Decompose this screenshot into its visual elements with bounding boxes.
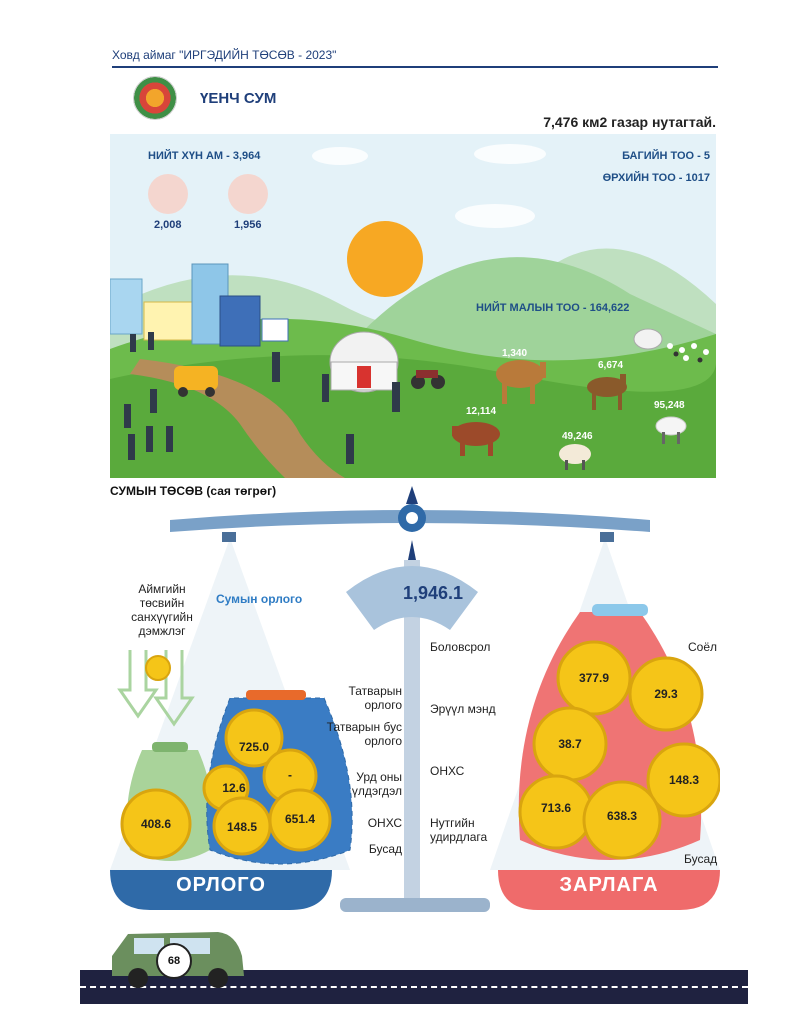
expense-culture-value: 29.3 bbox=[654, 687, 678, 701]
income-tax-label: Татварын орлого bbox=[348, 684, 402, 712]
territory-area-text: 7,476 км2 газар нутагтай. bbox=[543, 114, 716, 130]
sheep-icon bbox=[559, 444, 591, 470]
income-nontax-value: 12.6 bbox=[222, 781, 246, 795]
expense-lddf-label: ОНХС bbox=[430, 764, 465, 778]
expense-health-value: 38.7 bbox=[558, 737, 582, 751]
total-population-label: НИЙТ ХҮН АМ - 3,964 bbox=[148, 150, 261, 162]
female-count: 1,956 bbox=[234, 219, 262, 231]
expense-culture-label: Соёл bbox=[688, 640, 718, 654]
income-lddf-value: 651.4 bbox=[284, 812, 316, 826]
total-livestock-text: НИЙТ МАЛЫН ТОО - 164,622 bbox=[476, 302, 630, 314]
income-other-value: 148.5 bbox=[226, 820, 258, 834]
balance-scale-art bbox=[110, 486, 720, 912]
expense-other-value: 148.3 bbox=[668, 773, 700, 787]
expense-education-label: Боловсрол bbox=[430, 640, 491, 654]
budget-total-value: 1,946.1 bbox=[402, 583, 464, 603]
camel-icon bbox=[496, 360, 546, 404]
sum-name-title: ҮЕНЧ СУМ bbox=[200, 90, 277, 107]
goat-count: 95,248 bbox=[654, 400, 685, 411]
expense-heading: ЗАРЛАГА bbox=[559, 874, 659, 896]
expense-other-label: Бусад bbox=[684, 852, 718, 866]
income-prior-balance-label: Урд оны үлдэгдэл bbox=[351, 770, 402, 798]
bag-count-text: БАГИЙН ТОО - 5 bbox=[622, 150, 710, 162]
document-header-title: Ховд аймаг "ИРГЭДИЙН ТӨСӨВ - 2023" bbox=[112, 48, 337, 62]
household-count-text: ӨРХИЙН ТОО - 1017 bbox=[602, 172, 710, 184]
sheep-count: 49,246 bbox=[562, 431, 593, 442]
goat-icon bbox=[655, 416, 687, 444]
income-tax-value: 725.0 bbox=[238, 740, 270, 754]
male-count: 2,008 bbox=[154, 219, 182, 231]
horse-icon bbox=[587, 374, 627, 410]
sum-income-label: Сумын орлого bbox=[216, 592, 303, 606]
income-heading: ОРЛОГО bbox=[176, 874, 266, 896]
landscape-illustration: НИЙТ ХҮН АМ - 3,964 2,008 1,956 БАГИЙН Т… bbox=[110, 134, 716, 478]
road-lane-marking bbox=[80, 986, 748, 988]
cattle-icon bbox=[452, 422, 500, 456]
income-prior-balance-value: - bbox=[288, 768, 292, 782]
expense-admin-label: Нутгийн удирдлага bbox=[430, 816, 488, 844]
aimag-support-value: 408.6 bbox=[140, 817, 172, 831]
aimag-support-label: Аймгийн төсвийн санхүүгийн дэмжлэг bbox=[131, 582, 193, 638]
camel-count: 1,340 bbox=[502, 348, 528, 359]
expense-admin-value: 638.3 bbox=[606, 809, 638, 823]
horse-count: 6,674 bbox=[598, 360, 624, 371]
sun-icon bbox=[347, 221, 423, 297]
income-lddf-label: ОНХС bbox=[367, 816, 402, 830]
expense-lddf-value: 713.6 bbox=[540, 801, 572, 815]
income-other-label: Бусад bbox=[368, 842, 402, 856]
header-divider bbox=[112, 66, 718, 68]
landscape-art bbox=[110, 144, 716, 478]
income-nontax-label: Татварын бус орлого bbox=[326, 720, 402, 748]
female-avatar-icon bbox=[228, 174, 268, 214]
sum-emblem-logo bbox=[133, 76, 177, 120]
cattle-count: 12,114 bbox=[466, 406, 497, 417]
budget-section-title: СУМЫН ТӨСӨВ (сая төгрөг) bbox=[110, 484, 277, 498]
male-avatar-icon bbox=[148, 174, 188, 214]
expense-health-label: Эрүүл мэнд bbox=[430, 702, 496, 716]
page-number: 68 bbox=[167, 955, 181, 967]
expense-education-value: 377.9 bbox=[578, 671, 610, 685]
page-number-badge: 68 bbox=[156, 943, 192, 979]
